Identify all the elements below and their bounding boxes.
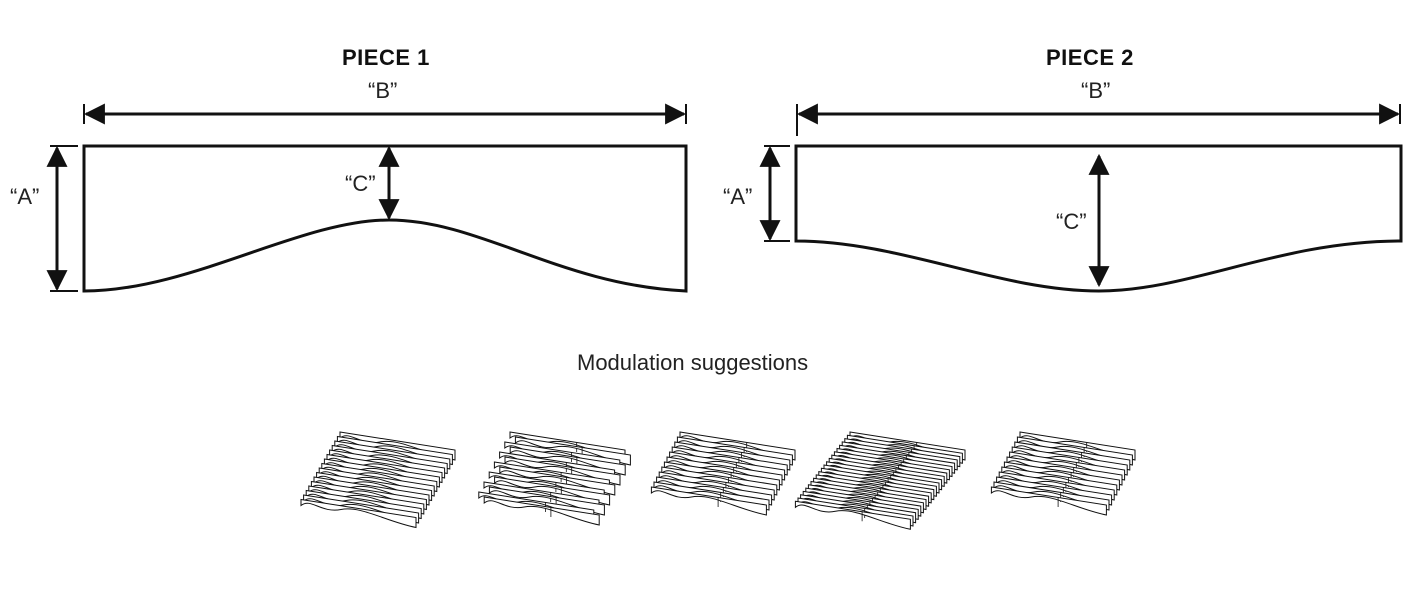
panel-layer xyxy=(483,496,600,526)
stacked-layout-2 xyxy=(478,431,631,526)
panel-layer xyxy=(488,486,605,516)
piece-1-label-b: “B” xyxy=(368,78,398,103)
panel-layer xyxy=(504,456,621,486)
modulation-thumbnails xyxy=(300,431,1136,530)
panel-layer xyxy=(514,436,631,466)
panel-layer xyxy=(990,486,1107,516)
panel-layer xyxy=(499,466,616,496)
panel-layer xyxy=(509,446,626,476)
piece-2-title: PIECE 2 xyxy=(1046,45,1134,70)
stacked-layout-1 xyxy=(300,431,456,529)
stacked-layout-3 xyxy=(650,431,796,516)
piece-1-label-a: “A” xyxy=(10,184,40,209)
panel-layer xyxy=(794,500,911,530)
piece-1-outline xyxy=(82,144,688,293)
stacked-layout-5 xyxy=(990,431,1136,516)
piece-1-label-c: “C” xyxy=(345,171,376,196)
piece-2-label-a: “A” xyxy=(723,184,753,209)
modulation-title: Modulation suggestions xyxy=(577,350,809,375)
panel-layer xyxy=(300,498,417,529)
piece-2-label-c: “C” xyxy=(1056,209,1087,234)
piece-2-label-b: “B” xyxy=(1081,78,1111,103)
piece-2-outline xyxy=(794,144,1403,293)
stacked-layout-4 xyxy=(794,431,966,530)
panel-layer xyxy=(494,476,611,506)
piece-1-title: PIECE 1 xyxy=(342,45,430,70)
panel-layer xyxy=(650,486,767,516)
